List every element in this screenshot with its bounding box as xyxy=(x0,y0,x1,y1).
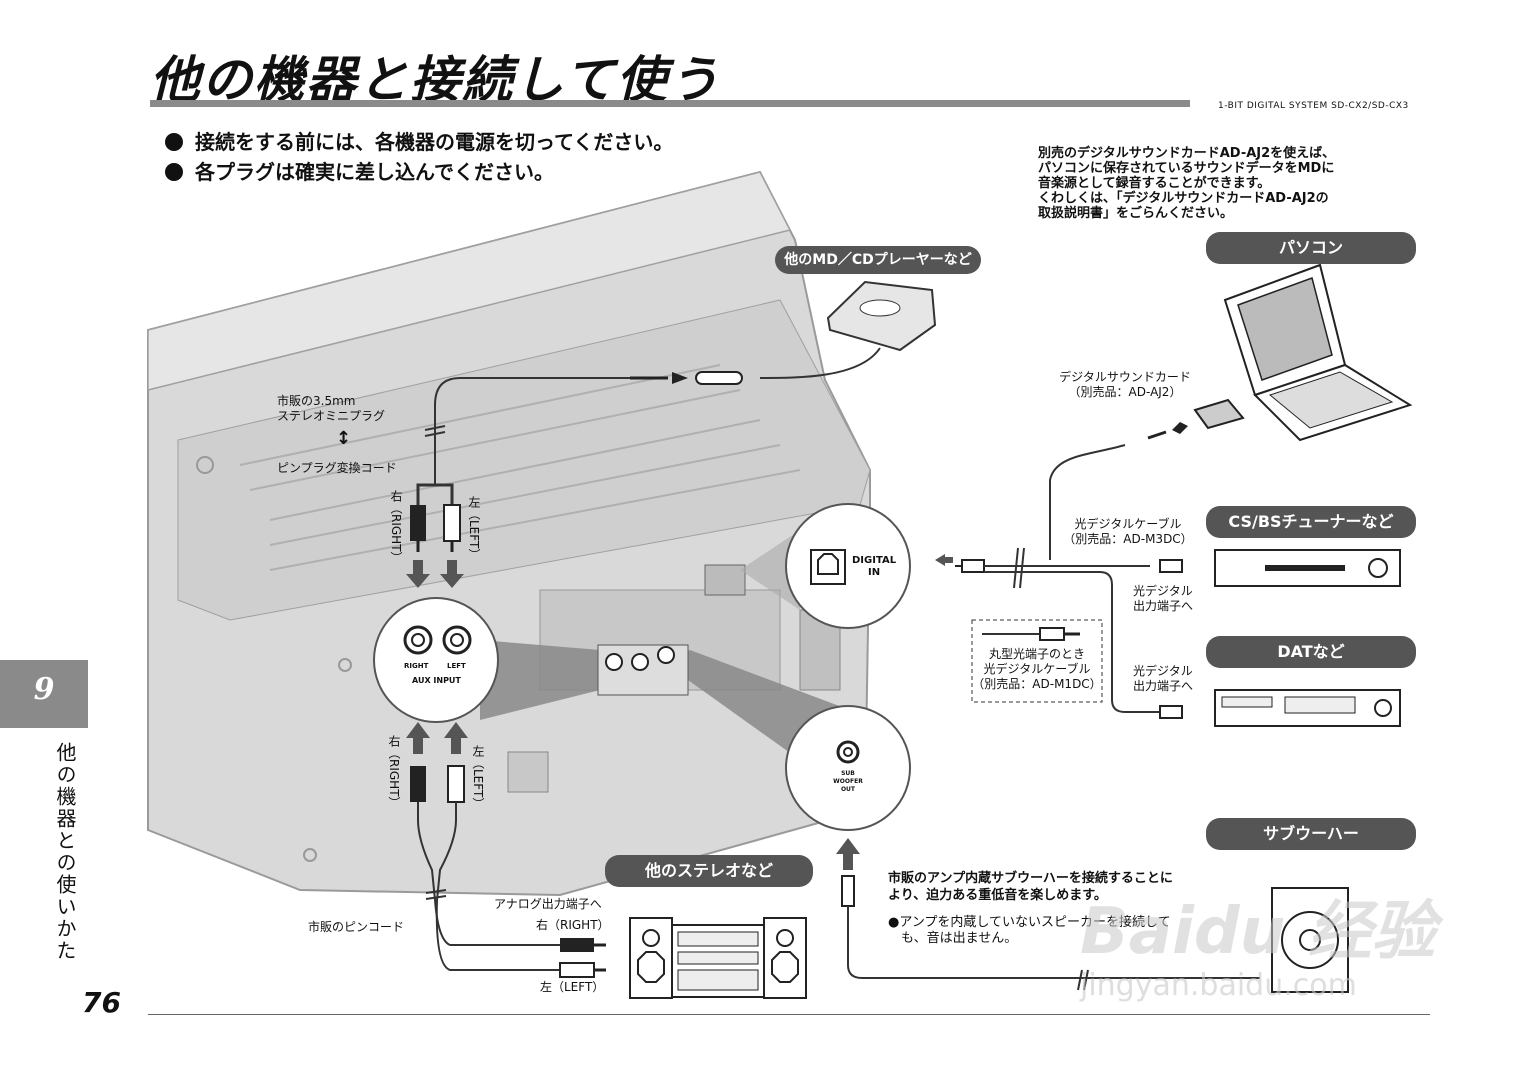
opt-out-line: 光デジタル xyxy=(1133,664,1193,678)
digital-in-label: DIGITAL IN xyxy=(852,555,896,579)
chapter-number: 9 xyxy=(33,672,55,707)
sound-card-label: デジタルサウンドカード （別売品：AD-AJ2） xyxy=(1050,370,1200,400)
sound-card-line: デジタルサウンドカード xyxy=(1059,370,1191,384)
stereo-right-speaker xyxy=(763,917,807,999)
sub-note-line: より、迫力ある重低音を楽しめます。 xyxy=(888,888,1107,903)
sub-bullet-line: も、音は出ません。 xyxy=(888,931,1018,946)
sub-woofer-out-label: SUB WOOFER OUT xyxy=(828,770,868,794)
bottom-rule xyxy=(148,1014,1430,1015)
sub-bullet-line: ●アンプを内蔵していないスピーカーを接続して xyxy=(888,915,1171,930)
aux-right-label: RIGHT xyxy=(404,662,429,670)
opt-out-line: 出力端子へ xyxy=(1133,679,1194,693)
opt-out-line: 出力端子へ xyxy=(1133,599,1194,613)
pc-info-line: 音楽源として録音することができます。 xyxy=(1038,176,1271,191)
up-down-arrow-icon: ↕ xyxy=(336,428,352,449)
subwoofer-label: サブウーハー xyxy=(1206,818,1416,850)
stereo-label: 他のステレオなど xyxy=(605,855,813,887)
opt-out-label-2: 光デジタル 出力端子へ xyxy=(1133,664,1193,694)
aux-input-zoom xyxy=(373,597,499,723)
round-cable-line: 光デジタルケーブル xyxy=(983,662,1091,676)
sound-card-icon xyxy=(1193,398,1245,430)
stereo-left-speaker xyxy=(629,917,673,999)
mini-plug-label: 市販の3.5mm ステレオミニプラグ xyxy=(277,394,385,424)
opt-cable-line: （別売品：AD-M3DC） xyxy=(1063,532,1193,546)
analog-left-label: 左（LEFT） xyxy=(540,980,605,994)
title-rule xyxy=(150,100,1190,107)
main-unit-top xyxy=(147,171,792,391)
page-title: 他の機器と接続して使う xyxy=(150,51,721,109)
pc-info-line: パソコンに保存されているサウンドデータをMDに xyxy=(1038,161,1335,176)
subwoofer-icon xyxy=(1271,887,1349,993)
sub-line: SUB xyxy=(841,770,855,777)
round-cable-line: （別売品：AD-M1DC） xyxy=(972,677,1102,691)
aux-input-label: AUX INPUT xyxy=(412,676,461,685)
model-name: 1-BIT DIGITAL SYSTEM SD-CX2/SD-CX3 xyxy=(1218,101,1409,111)
opt-out-line: 光デジタル xyxy=(1133,584,1193,598)
bullet-icon xyxy=(165,163,183,181)
digital-in-line: IN xyxy=(868,567,881,578)
sound-card-line: （別売品：AD-AJ2） xyxy=(1068,385,1182,399)
sub-line: WOOFER xyxy=(833,778,863,785)
note-2: 各プラグは確実に差し込んでください。 xyxy=(165,156,554,185)
chapter-tab xyxy=(0,660,88,728)
subwoofer-bullet: ●アンプを内蔵していないスピーカーを接続して も、音は出ません。 xyxy=(888,915,1171,947)
subwoofer-note: 市販のアンプ内蔵サブウーハーを接続することに より、迫力ある重低音を楽しめます。 xyxy=(888,870,1173,904)
aux-left-label: LEFT xyxy=(447,662,466,670)
note-1: 接続をする前には、各機器の電源を切ってください。 xyxy=(165,126,673,155)
md-cd-label: 他のMD／CDプレーヤーなど xyxy=(775,246,981,274)
sub-line: OUT xyxy=(840,786,856,793)
digital-jack xyxy=(704,564,746,596)
pin-convert-label: ピンプラグ変換コード xyxy=(277,461,397,475)
pc-info-line: くわしくは、「デジタルサウンドカードAD-AJ2の xyxy=(1038,191,1329,206)
digital-in-line: DIGITAL xyxy=(852,555,897,566)
round-cable-label: 丸型光端子のとき 光デジタルケーブル （別売品：AD-M1DC） xyxy=(972,647,1102,692)
analog-out-label: アナログ出力端子へ xyxy=(494,897,602,911)
bullet-icon xyxy=(165,133,183,151)
opt-cable-label: 光デジタルケーブル （別売品：AD-M3DC） xyxy=(1058,517,1198,547)
sub-woofer-zoom xyxy=(785,705,911,831)
opt-out-label-1: 光デジタル 出力端子へ xyxy=(1133,584,1193,614)
analog-right-label: 右（RIGHT） xyxy=(536,918,610,932)
opt-cable-line: 光デジタルケーブル xyxy=(1074,517,1182,531)
watermark-url: jingyan.baidu.com xyxy=(1080,968,1357,1003)
pc-info-line: 別売のデジタルサウンドカードAD-AJ2を使えば、 xyxy=(1038,146,1336,161)
plug-left-label-top: 左（LEFT） xyxy=(467,496,481,561)
dat-label: DATなど xyxy=(1206,636,1416,668)
watermark-logo: Baidu 经验 xyxy=(1080,895,1436,969)
pc-label: パソコン xyxy=(1206,232,1416,264)
mini-plug-line: ステレオミニプラグ xyxy=(277,409,386,423)
pc-info: 別売のデジタルサウンドカードAD-AJ2を使えば、 パソコンに保存されているサウ… xyxy=(1038,146,1335,221)
plug-left-label-bottom: 左（LEFT） xyxy=(471,745,485,810)
round-cable-line: 丸型光端子のとき xyxy=(988,647,1085,661)
pc-info-line: 取扱説明書」をごらんください。 xyxy=(1038,206,1234,221)
ac-inlet xyxy=(507,751,549,793)
plug-right-label-top: 右（RIGHT） xyxy=(389,490,403,564)
note-1-text: 接続をする前には、各機器の電源を切ってください。 xyxy=(195,130,674,154)
plug-right-label-bottom: 右（RIGHT） xyxy=(387,735,401,809)
cs-bs-label: CS/BSチューナーなど xyxy=(1206,506,1416,538)
sub-note-line: 市販のアンプ内蔵サブウーハーを接続することに xyxy=(888,871,1173,886)
pin-cord-label: 市販のピンコード xyxy=(308,920,405,934)
chapter-title: 他の機器との使いかた xyxy=(53,742,77,962)
note-2-text: 各プラグは確実に差し込んでください。 xyxy=(195,160,554,184)
page-number: 76 xyxy=(82,986,121,1019)
mini-plug-line: 市販の3.5mm xyxy=(277,394,356,408)
digital-in-zoom xyxy=(785,503,911,629)
